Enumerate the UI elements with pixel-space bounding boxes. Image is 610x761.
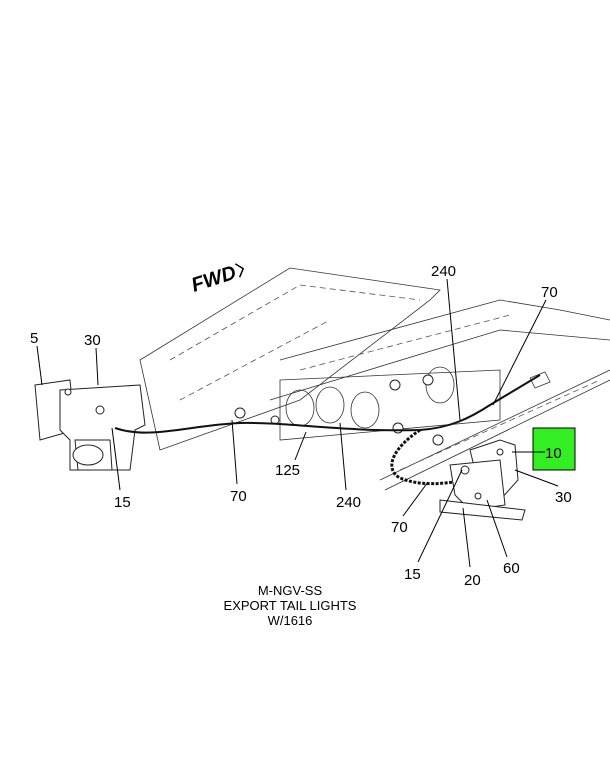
callout-70-left[interactable]: 70 (230, 488, 247, 505)
caption-model: M-NGV-SS (257, 583, 323, 598)
highlighted-part-box[interactable] (532, 427, 576, 471)
callout-15-left[interactable]: 15 (114, 494, 131, 511)
callout-30-right[interactable]: 30 (555, 489, 572, 506)
caption-title: EXPORT TAIL LIGHTS (223, 598, 357, 613)
callout-240-bottom[interactable]: 240 (336, 494, 361, 511)
callout-15-right[interactable]: 15 (404, 566, 421, 583)
callout-10[interactable]: 10 (545, 445, 562, 462)
leader-lines (36, 278, 559, 568)
callout-70-right[interactable]: 70 (391, 519, 408, 536)
wiring-harness (114, 374, 541, 434)
callout-5[interactable]: 5 (30, 330, 38, 347)
left-tail-light-assembly (34, 379, 146, 471)
caption-variant: W/1616 (267, 613, 313, 628)
callout-20[interactable]: 20 (464, 572, 481, 589)
callout-60[interactable]: 60 (503, 560, 520, 577)
callout-70-top[interactable]: 70 (541, 284, 558, 301)
forward-direction-label: FWD (189, 262, 245, 297)
callout-125[interactable]: 125 (275, 462, 300, 479)
diagram-caption: M-NGV-SS EXPORT TAIL LIGHTS W/1616 (180, 583, 400, 628)
callout-240-top[interactable]: 240 (431, 263, 456, 280)
svg-text:FWD: FWD (189, 262, 239, 297)
right-tail-light-assembly (439, 439, 526, 521)
chassis-drawing (139, 267, 610, 491)
callout-30-left[interactable]: 30 (84, 332, 101, 349)
